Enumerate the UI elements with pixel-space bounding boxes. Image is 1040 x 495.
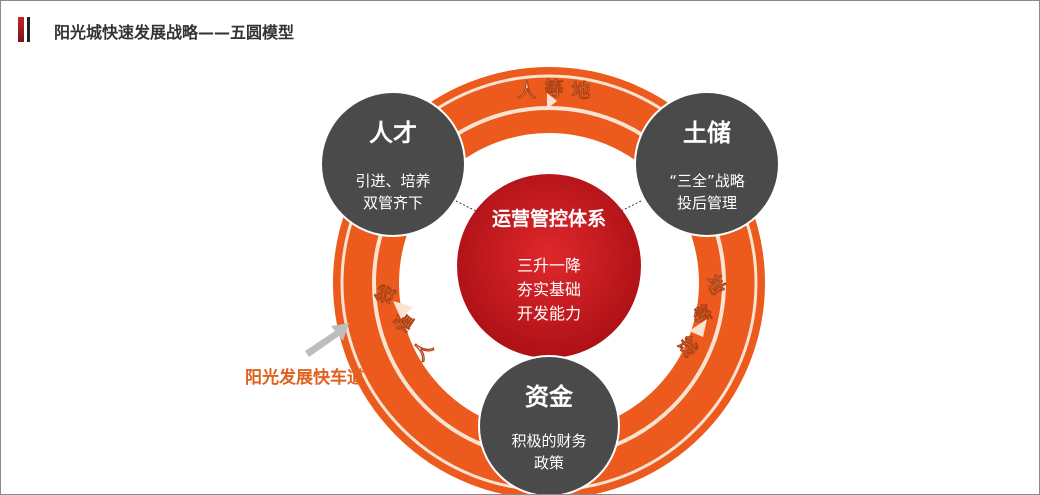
land-heading: 土储 bbox=[683, 119, 731, 147]
land-line-2: 投后管理 bbox=[677, 194, 737, 212]
connector-land bbox=[610, 200, 642, 217]
ring-label-top-2: 等 bbox=[543, 77, 563, 100]
center-line-2: 夯实基础 bbox=[517, 280, 581, 299]
talent-line-2: 双管齐下 bbox=[363, 194, 423, 212]
funds-circle: 资金 积极的财务 政策 bbox=[478, 355, 620, 494]
center-line-3: 开发能力 bbox=[517, 304, 581, 323]
pointer-arrow-icon bbox=[305, 323, 349, 357]
funds-line-2: 政策 bbox=[534, 454, 564, 472]
funds-heading: 资金 bbox=[525, 383, 574, 411]
funds-line-1: 积极的财务 bbox=[511, 432, 586, 450]
connector-talent bbox=[455, 200, 487, 217]
flow-arrow-top-icon bbox=[547, 93, 557, 109]
flow-arrow-right-icon bbox=[689, 319, 707, 337]
fast-lane-label: 阳光发展快车道 bbox=[245, 367, 364, 388]
title-accent-bar bbox=[18, 17, 24, 42]
talent-circle: 人才 引进、培养 双管齐下 bbox=[320, 91, 466, 237]
flow-arrow-left-icon bbox=[393, 301, 413, 319]
page-title: 阳光城快速发展战略——五圆模型 bbox=[54, 23, 295, 42]
land-line-1: “三全”战略 bbox=[669, 172, 745, 190]
title-accent-bar-dark bbox=[27, 17, 30, 42]
center-circle bbox=[457, 174, 641, 358]
ring-label-top-3: 地 bbox=[571, 79, 590, 102]
center-line-1: 三升一降 bbox=[517, 256, 581, 275]
ring-label-top-1: 人 bbox=[517, 80, 537, 102]
land-circle: 土储 “三全”战略 投后管理 bbox=[634, 91, 780, 237]
talent-heading: 人才 bbox=[369, 119, 417, 147]
center-heading: 运营管控体系 bbox=[492, 207, 606, 230]
talent-line-1: 引进、培养 bbox=[355, 172, 430, 190]
